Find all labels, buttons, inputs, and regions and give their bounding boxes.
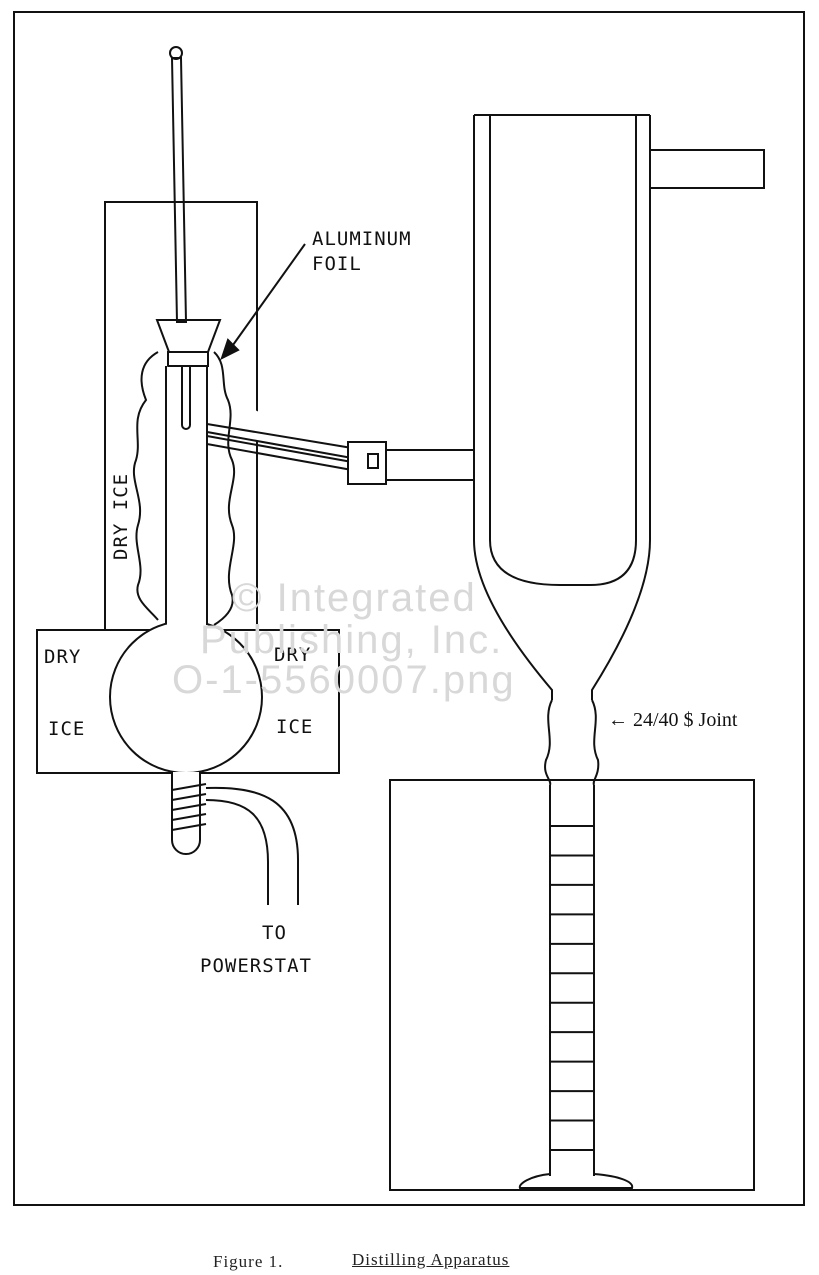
label-ice-left: ICE — [48, 718, 86, 740]
thermometer-stem — [170, 57, 188, 323]
watermark-line-2: Publishing, Inc. — [200, 618, 504, 662]
graduated-cylinder — [549, 785, 595, 1176]
label-foil: FOIL — [312, 253, 362, 275]
label-aluminum: ALUMINUM — [312, 228, 412, 250]
stopper-neck — [167, 351, 209, 367]
receiver-inlet — [386, 449, 474, 481]
label-dry-right: DRY — [274, 644, 312, 666]
joint-left — [544, 699, 553, 786]
label-ice-right: ICE — [276, 716, 314, 738]
caption-figure-number: Figure 1. — [213, 1252, 284, 1271]
label-dry-left: DRY — [44, 646, 82, 668]
connector-nub — [367, 453, 379, 469]
receiver-side-tube — [650, 149, 765, 189]
watermark-line-1: © Integrated — [232, 576, 477, 620]
flask-neck-mask — [167, 600, 206, 640]
aluminum-foil-right — [213, 351, 236, 626]
cylinder-base — [518, 1173, 634, 1189]
label-dry-ice-vertical: DRY ICE — [110, 472, 132, 560]
watermark-line-3: O-1-5560007.png — [172, 658, 516, 702]
caption-title: Distilling Apparatus — [352, 1250, 510, 1269]
label-powerstat: POWERSTAT — [200, 955, 312, 977]
side-arm — [206, 423, 353, 463]
receiver-outer — [473, 115, 651, 700]
foil-arrow-line — [227, 243, 306, 353]
label-to: TO — [262, 922, 287, 944]
aluminum-foil-left — [132, 351, 159, 621]
heating-coil — [171, 783, 207, 831]
receiver-inner — [489, 115, 637, 586]
joint-right — [591, 699, 600, 786]
stopper — [155, 319, 222, 353]
powerstat-cord — [205, 786, 299, 905]
graduation-marks — [550, 825, 594, 1151]
foil-arrow-head — [220, 338, 240, 360]
thermometer-inner — [181, 366, 191, 430]
figure-frame — [13, 11, 805, 1206]
flask-stem — [171, 772, 201, 855]
label-joint: ← 24/40 $ Joint — [608, 709, 738, 731]
cold-bath-box — [389, 779, 755, 1191]
